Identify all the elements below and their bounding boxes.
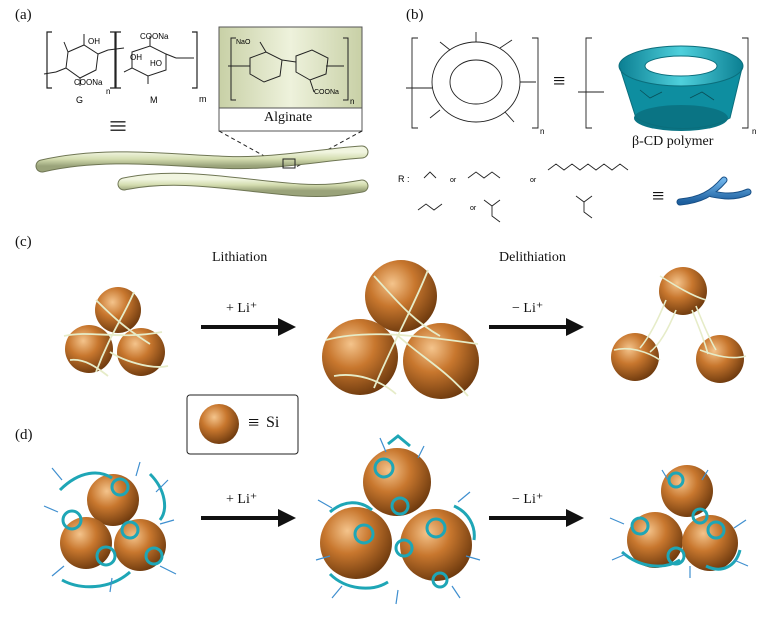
panel-label-a: (a): [15, 7, 32, 23]
panel-b-structure: [406, 32, 749, 129]
panel-label-c: (c): [15, 234, 32, 250]
panel-a-structure: [43, 31, 198, 89]
beta-cd-torus: [618, 45, 744, 131]
arrow-label-plus-li-d: + Li⁺: [226, 492, 258, 507]
ona-label: COONa: [314, 89, 339, 96]
oh-label-m: OH: [130, 53, 142, 62]
si-cluster-c-3: [611, 267, 747, 383]
si-cluster-d-1: [43, 461, 177, 593]
g-label: G: [76, 95, 83, 105]
arrow-lithiation-d: [201, 509, 296, 527]
naooc-label: NaO: [236, 39, 251, 46]
sub-m: m: [199, 94, 207, 104]
m-label: M: [150, 95, 158, 105]
coona-label-g: COONa: [74, 78, 103, 87]
si-cluster-c-2: [322, 260, 479, 399]
b-sub-n1: n: [540, 127, 544, 136]
sub-n: n: [106, 87, 110, 96]
alginate-fibers: [35, 145, 369, 197]
si-cluster-c-1: [63, 287, 169, 377]
ho-label: HO: [150, 59, 162, 68]
beta-cd-polymer-label: β-CD polymer: [632, 134, 714, 149]
coona-label: COONa: [140, 32, 169, 41]
panel-b-r-equiv: ≡: [652, 183, 665, 208]
si-cluster-d-2: [315, 434, 481, 605]
alginate-label: Alginate: [264, 110, 313, 125]
panel-label-b: (b): [406, 7, 424, 23]
panel-b-equiv: ≡: [553, 68, 566, 93]
arrow-label-minus-li-c: − Li⁺: [512, 301, 544, 316]
r-group-tube: [676, 176, 752, 206]
panel-label-d: (d): [15, 427, 33, 443]
alginate-box: NaO COONa n: [218, 26, 363, 132]
legend-si-label: Si: [266, 414, 280, 431]
or-1: or: [450, 177, 457, 184]
b-sub-n2: n: [752, 127, 756, 136]
legend-equiv: ≡: [248, 412, 260, 434]
alginate-sub-n: n: [350, 97, 354, 106]
arrow-lithiation-c: [201, 318, 296, 336]
si-legend-box: [186, 394, 299, 455]
oh-label: OH: [88, 37, 100, 46]
zoom-line-left: [218, 130, 285, 168]
or-2: or: [530, 177, 537, 184]
delithiation-label: Delithiation: [499, 250, 566, 265]
si-cluster-d-3: [609, 465, 749, 578]
arrow-delithiation-d: [489, 509, 584, 527]
panel-a-equiv: |||: [110, 119, 128, 133]
r-groups: [417, 163, 629, 223]
arrow-label-minus-li-d: − Li⁺: [512, 492, 544, 507]
or-3: or: [470, 205, 477, 212]
lithiation-label: Lithiation: [212, 250, 268, 265]
arrow-delithiation-c: [489, 318, 584, 336]
r-label: R :: [398, 174, 410, 184]
arrow-label-plus-li-c: + Li⁺: [226, 301, 258, 316]
